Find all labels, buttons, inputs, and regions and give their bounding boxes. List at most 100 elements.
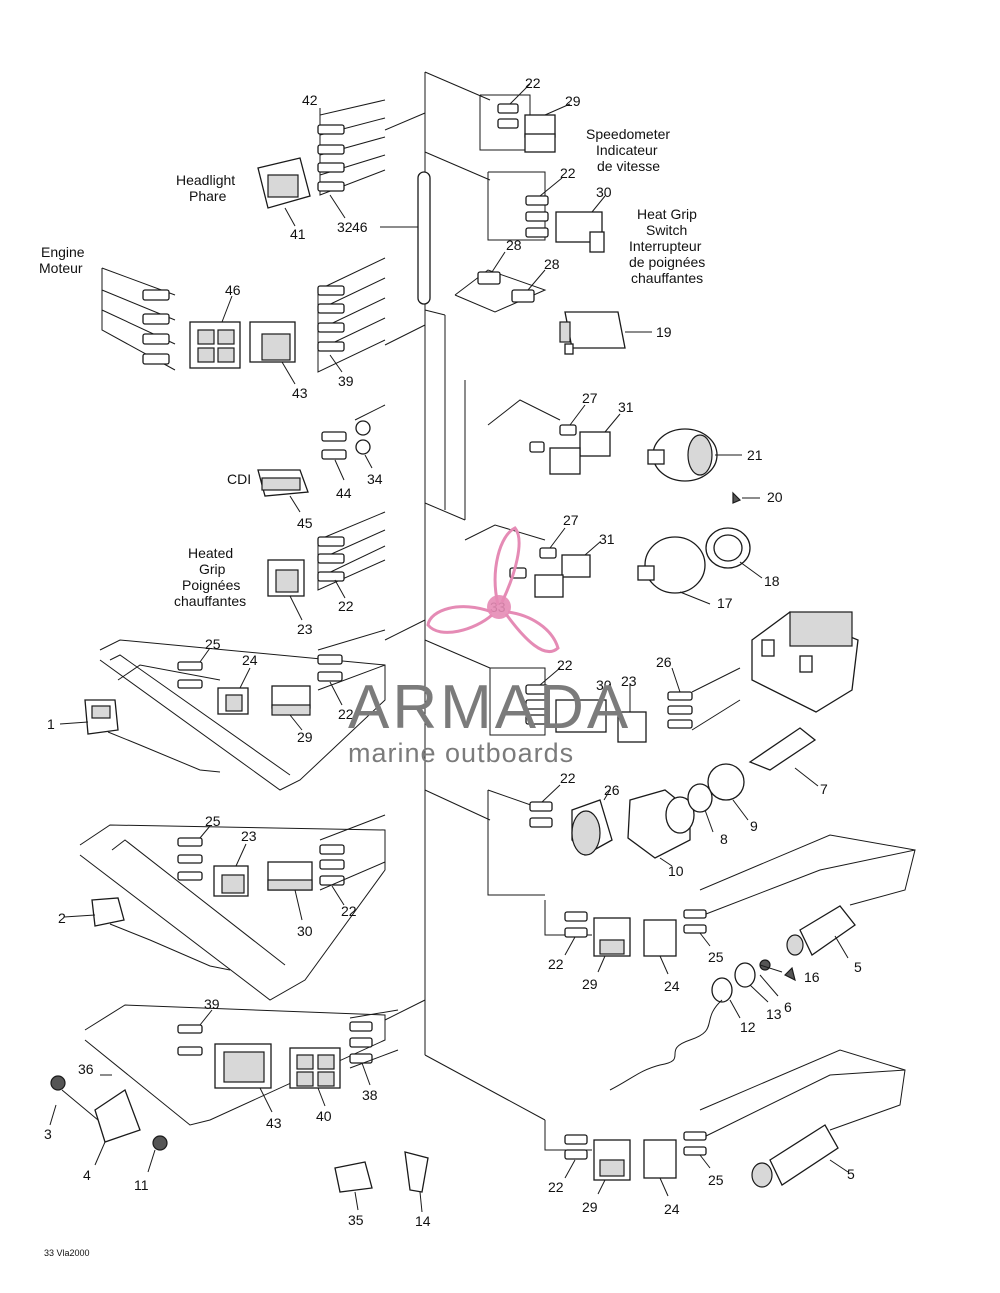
watermark-tagline: marine outboards	[348, 738, 574, 768]
callout-28a: 28	[506, 237, 522, 253]
right-grip-harness-lower	[544, 1049, 906, 1197]
callout-24b: 24	[664, 978, 680, 994]
callout-17: 17	[717, 595, 733, 611]
callout-18: 18	[764, 573, 780, 589]
callout-6: 6	[784, 999, 792, 1015]
callout-30a: 30	[596, 184, 612, 200]
callout-3: 3	[44, 1126, 52, 1142]
callout-30b: 30	[297, 923, 313, 939]
label-headlight-en: Headlight	[176, 172, 235, 188]
callout-24a: 24	[242, 652, 258, 668]
label-heated-2: Grip	[199, 561, 226, 577]
callout-20: 20	[767, 489, 783, 505]
callout-28b: 28	[544, 256, 560, 272]
label-engine-fr: Moteur	[39, 260, 83, 276]
callout-29a: 29	[565, 93, 581, 109]
connector-26-30-23-group	[489, 667, 741, 743]
callout-11: 11	[134, 1177, 149, 1193]
right-grip-harness-upper	[544, 834, 916, 1091]
callout-34: 34	[367, 471, 383, 487]
connector-28-group	[454, 251, 547, 313]
callout-12: 12	[740, 1019, 756, 1035]
callout-43b: 43	[266, 1115, 282, 1131]
callout-38: 38	[362, 1087, 378, 1103]
ignition-switch-group	[487, 727, 819, 896]
label-heatgrip-switch-4: de poignées	[629, 254, 705, 270]
callout-1: 1	[47, 716, 55, 732]
heat-grip-switch-connector-group	[487, 171, 606, 253]
callout-44: 44	[336, 485, 352, 501]
callout-41: 41	[290, 226, 306, 242]
callout-27b: 27	[563, 512, 579, 528]
callout-21: 21	[747, 447, 763, 463]
callout-10: 10	[668, 863, 684, 879]
callout-9: 9	[750, 818, 758, 834]
speedometer-connector-group	[479, 83, 571, 153]
callout-30c: 30	[596, 677, 612, 693]
callout-13: 13	[766, 1006, 782, 1022]
callout-5b: 5	[847, 1166, 855, 1182]
callout-7: 7	[820, 781, 828, 797]
propeller-logo-icon	[426, 526, 560, 654]
label-speedometer-fr: Indicateur	[596, 142, 658, 158]
label-headlight-fr: Phare	[189, 188, 227, 204]
engine-connector-group	[101, 267, 241, 371]
harness-sleeve	[417, 171, 431, 305]
callout-39b: 39	[204, 996, 220, 1012]
callout-8: 8	[720, 831, 728, 847]
label-speedometer-fr2: de vitesse	[597, 158, 660, 174]
watermark: ARMADA marine outboards	[348, 526, 631, 768]
callout-26b: 26	[604, 782, 620, 798]
label-heatgrip-switch-2: Switch	[646, 222, 687, 238]
heated-grip-connector-group	[267, 511, 386, 621]
throttle-grip-harness	[63, 814, 386, 1001]
label-engine-en: Engine	[41, 244, 85, 260]
label-heated-3: Poignées	[182, 577, 240, 593]
diagram-code: 33 Vla2000	[44, 1248, 90, 1258]
callout-39a: 39	[338, 373, 354, 389]
callout-22g: 22	[560, 770, 576, 786]
callout-45: 45	[297, 515, 313, 531]
cdi-connector-group	[257, 404, 386, 513]
callout-22e: 22	[341, 903, 357, 919]
label-heated-4: chauffantes	[174, 593, 246, 609]
callout-35: 35	[348, 1212, 364, 1228]
connector-43-group-top	[249, 257, 386, 385]
regulator-harness	[49, 1004, 399, 1173]
callout-22a: 22	[525, 75, 541, 91]
callout-24c: 24	[664, 1201, 680, 1217]
callout-22b: 22	[560, 165, 576, 181]
callout-22h: 22	[548, 956, 564, 972]
callout-25a: 25	[205, 636, 221, 652]
label-heatgrip-switch-1: Heat Grip	[637, 206, 697, 222]
label-cdi: CDI	[227, 471, 251, 487]
callout-22i: 22	[548, 1179, 564, 1195]
heated-grip-left-harness	[59, 629, 386, 791]
gauge-27-31-group	[487, 399, 742, 482]
callout-25d: 25	[708, 1172, 724, 1188]
callout-4: 4	[83, 1167, 91, 1183]
main-harness	[384, 71, 546, 1121]
callout-46a: 46	[352, 219, 368, 235]
callout-29b: 29	[297, 729, 313, 745]
watermark-brand: ARMADA	[348, 673, 631, 742]
label-speedometer-en: Speedometer	[586, 126, 670, 142]
gauge-17-18-group	[464, 491, 763, 605]
callout-25b: 25	[205, 813, 221, 829]
callout-27a: 27	[582, 390, 598, 406]
callout-2: 2	[58, 910, 66, 926]
tail-light-module	[751, 611, 859, 713]
callout-31a: 31	[618, 399, 634, 415]
label-heated-1: Heated	[188, 545, 233, 561]
callout-19: 19	[656, 324, 672, 340]
callout-29c: 29	[582, 976, 598, 992]
callout-22f: 22	[557, 657, 573, 673]
heat-grip-switch	[559, 311, 652, 355]
callout-31b: 31	[599, 531, 615, 547]
callout-32: 32	[337, 219, 353, 235]
callout-23a: 23	[297, 621, 313, 637]
callout-14: 14	[415, 1213, 431, 1229]
callout-23c: 23	[621, 673, 637, 689]
callout-43a: 43	[292, 385, 308, 401]
